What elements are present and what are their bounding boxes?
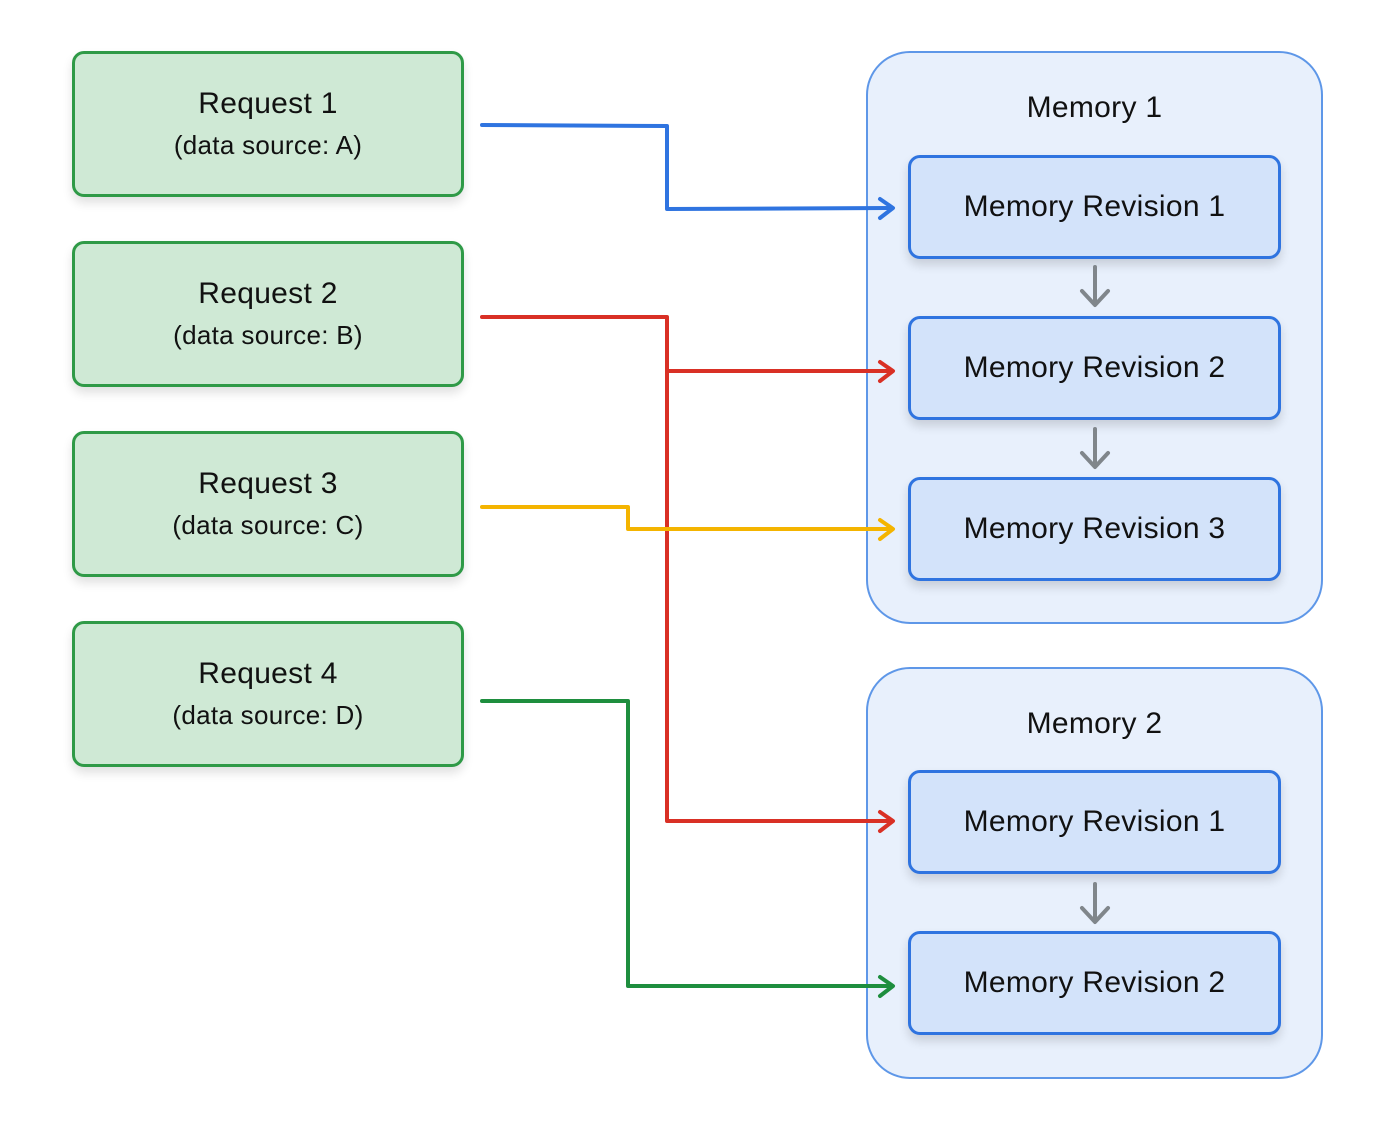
memory-1-revision-1: Memory Revision 1 [908,155,1281,259]
memory-1-revision-2: Memory Revision 2 [908,316,1281,420]
request-2-title: Request 2 [198,277,338,310]
request-2-box: Request 2 (data source: B) [72,241,464,387]
request-4-title: Request 4 [198,657,338,690]
memory-1-revision-3: Memory Revision 3 [908,477,1281,581]
connector-request-4-to-memory-2-revision-2 [480,699,895,998]
memory-2-title: Memory 2 [1026,707,1163,740]
connector-request-3-to-memory-1-revision-3 [480,505,895,541]
request-3-box: Request 3 (data source: C) [72,431,464,577]
memory-2-revision-1: Memory Revision 1 [908,770,1281,874]
request-3-title: Request 3 [198,467,338,500]
revision-down-arrow-icon [1080,427,1110,469]
request-2-data-source: (data source: B) [173,320,363,350]
request-4-box: Request 4 (data source: D) [72,621,464,767]
connector-request-2-to-memory-1-revision-2 [480,315,895,833]
revision-down-arrow-icon [1080,882,1110,924]
connector-request-1-to-memory-1-revision-1 [480,123,895,220]
request-3-data-source: (data source: C) [172,510,364,540]
revision-down-arrow-icon [1080,265,1110,307]
request-1-title: Request 1 [198,87,338,120]
request-1-data-source: (data source: A) [173,130,363,160]
request-1-box: Request 1 (data source: A) [72,51,464,197]
request-4-data-source: (data source: D) [172,700,364,730]
memory-2-revision-2: Memory Revision 2 [908,931,1281,1035]
memory-1-title: Memory 1 [1026,91,1163,124]
